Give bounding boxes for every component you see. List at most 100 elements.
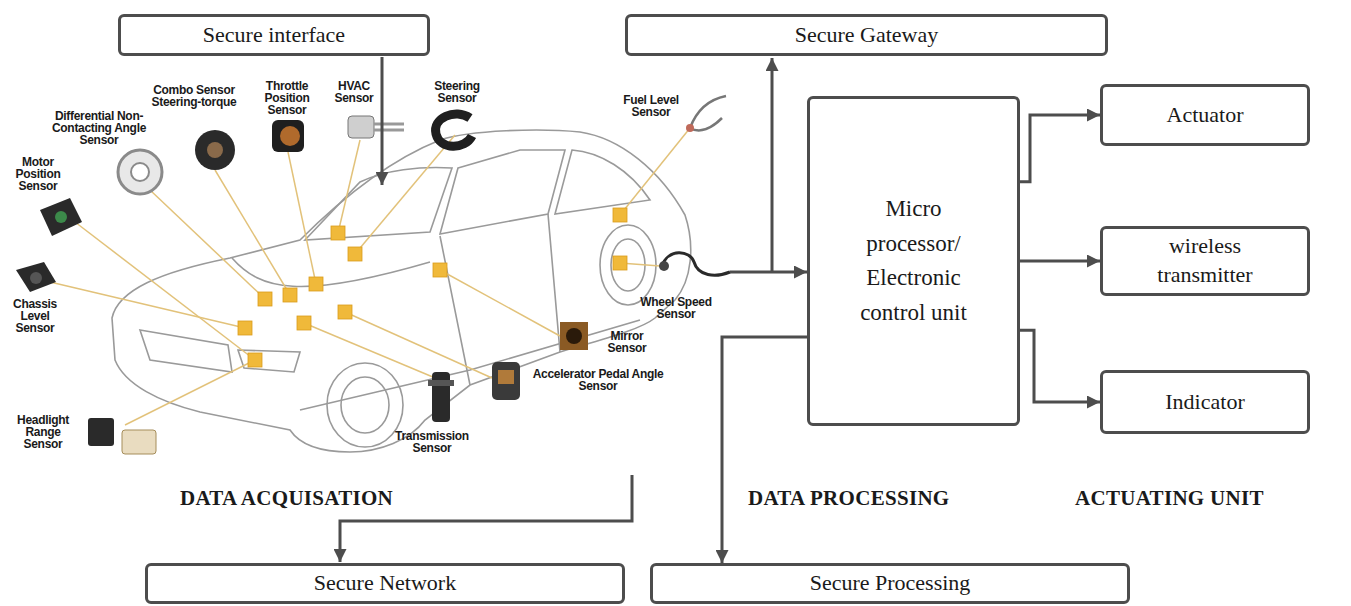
sensor-point	[258, 292, 272, 306]
box-label: Secure interface	[203, 21, 345, 50]
leader-line	[50, 282, 245, 328]
leader-line	[355, 135, 455, 254]
interface-box: Secure interface	[118, 14, 430, 56]
flow-arrow	[1020, 330, 1100, 402]
ecu-box: Micro processor/ Electronic control unit	[807, 96, 1020, 426]
throttle-sensor-icon	[272, 120, 304, 152]
section-heading: DATA PROCESSING	[748, 486, 950, 511]
sensor-point	[238, 321, 252, 335]
front-rim	[341, 377, 389, 433]
ecu-input-arrow	[772, 271, 807, 274]
motor-sensor-icon	[55, 211, 67, 223]
section-heading: ACTUATING UNIT	[1075, 486, 1264, 511]
flow-arrows	[340, 57, 807, 562]
box-label: Indicator	[1165, 388, 1244, 417]
leader-line	[125, 360, 255, 425]
steering-sensor-icon	[436, 114, 472, 146]
sensor-label: Accelerator Pedal Angle Sensor	[528, 368, 668, 392]
grille	[140, 330, 232, 372]
transmitter-box: wireless transmitter	[1100, 226, 1310, 296]
leader-line	[288, 152, 316, 284]
sensor-label: Chassis Level Sensor	[6, 298, 64, 334]
leader-lines	[50, 128, 690, 425]
sensor-label: Steering Sensor	[424, 80, 490, 104]
leader-line	[304, 323, 440, 380]
sensor-point	[331, 226, 345, 240]
sensor-label: Fuel Level Sensor	[618, 94, 684, 118]
door-line	[440, 214, 560, 385]
sensor-label: Transmission Sensor	[380, 430, 484, 454]
wheel-sensor-icon	[662, 253, 730, 275]
box-label: Secure Gateway	[795, 21, 939, 50]
front-wheel	[327, 363, 403, 447]
sensor-label: Wheel Speed Sensor	[622, 296, 730, 320]
network-box: Secure Network	[145, 563, 625, 604]
transmission-sensor-icon	[428, 380, 454, 386]
leader-line	[338, 140, 360, 233]
leader-line	[150, 190, 265, 299]
indicator-box: Indicator	[1100, 370, 1310, 434]
sensor-point	[433, 263, 447, 277]
hood-line	[232, 258, 430, 287]
flow-arrow	[1020, 260, 1100, 263]
box-label: Micro processor/ Electronic control unit	[839, 192, 989, 330]
mirror-sensor-icon	[560, 322, 588, 350]
headlight-sensor-icon	[122, 430, 156, 454]
interface-arrow	[381, 57, 384, 185]
rear-window	[555, 150, 650, 214]
sensor-point	[348, 247, 362, 261]
sensor-label: Motor Position Sensor	[6, 156, 70, 192]
chassis-sensor-icon	[16, 262, 56, 292]
sensor-point	[309, 277, 323, 291]
flow-arrow	[1020, 115, 1100, 182]
throttle-sensor-icon	[280, 126, 300, 146]
chassis-sensor-icon	[30, 272, 42, 284]
section-heading: DATA ACQUISATION	[180, 486, 393, 511]
sensor-label: HVAC Sensor	[330, 80, 378, 104]
sensor-point	[613, 208, 627, 222]
sensor-label: Combo Sensor Steering-torque	[138, 84, 250, 108]
leader-line	[620, 128, 690, 215]
fuel-sensor-icon	[690, 96, 726, 130]
sensor-point	[613, 256, 627, 270]
sensor-point	[248, 353, 262, 367]
sensor-points	[238, 208, 627, 367]
accelerator-sensor-icon	[492, 362, 520, 400]
combo-sensor-icon	[207, 142, 223, 158]
hvac-sensor-icon	[348, 116, 374, 138]
fuel-sensor-icon	[686, 124, 694, 132]
angle-sensor-icon	[131, 163, 149, 181]
flow-arrow	[722, 337, 807, 563]
wheel-sensor-icon	[659, 261, 669, 271]
headlight-sensor-icon	[88, 418, 114, 446]
car-body	[112, 130, 691, 452]
gateway-arrow	[771, 58, 774, 272]
sensor-label: Throttle Position Sensor	[254, 80, 320, 116]
accelerator-sensor-icon	[498, 370, 514, 384]
actuator-box: Actuator	[1100, 84, 1310, 146]
sensor-point	[297, 316, 311, 330]
sensor-point	[283, 288, 297, 302]
transmission-sensor-icon	[432, 372, 450, 422]
motor-sensor-icon	[40, 198, 82, 236]
windshield	[305, 168, 452, 240]
hvac-sensor-icon	[374, 124, 404, 130]
processing-box: Secure Processing	[650, 563, 1130, 604]
sensor-label: Differential Non-Contacting Angle Sensor	[40, 110, 158, 146]
angle-sensor-icon	[118, 150, 162, 194]
leader-line	[345, 312, 492, 378]
leader-line	[215, 170, 290, 295]
sensor-bus-line	[730, 271, 772, 274]
car-outline	[112, 130, 691, 452]
gateway-box: Secure Gateway	[625, 14, 1108, 56]
sensor-label: Headlight Range Sensor	[10, 414, 76, 450]
leader-line	[440, 270, 560, 336]
box-label: Secure Network	[314, 569, 456, 598]
sensor-label: Mirror Sensor	[596, 330, 658, 354]
sensor-icons	[16, 96, 730, 454]
box-label: wireless transmitter	[1135, 232, 1275, 289]
sensor-point	[338, 305, 352, 319]
box-label: Secure Processing	[810, 569, 971, 598]
leader-line	[75, 222, 255, 360]
